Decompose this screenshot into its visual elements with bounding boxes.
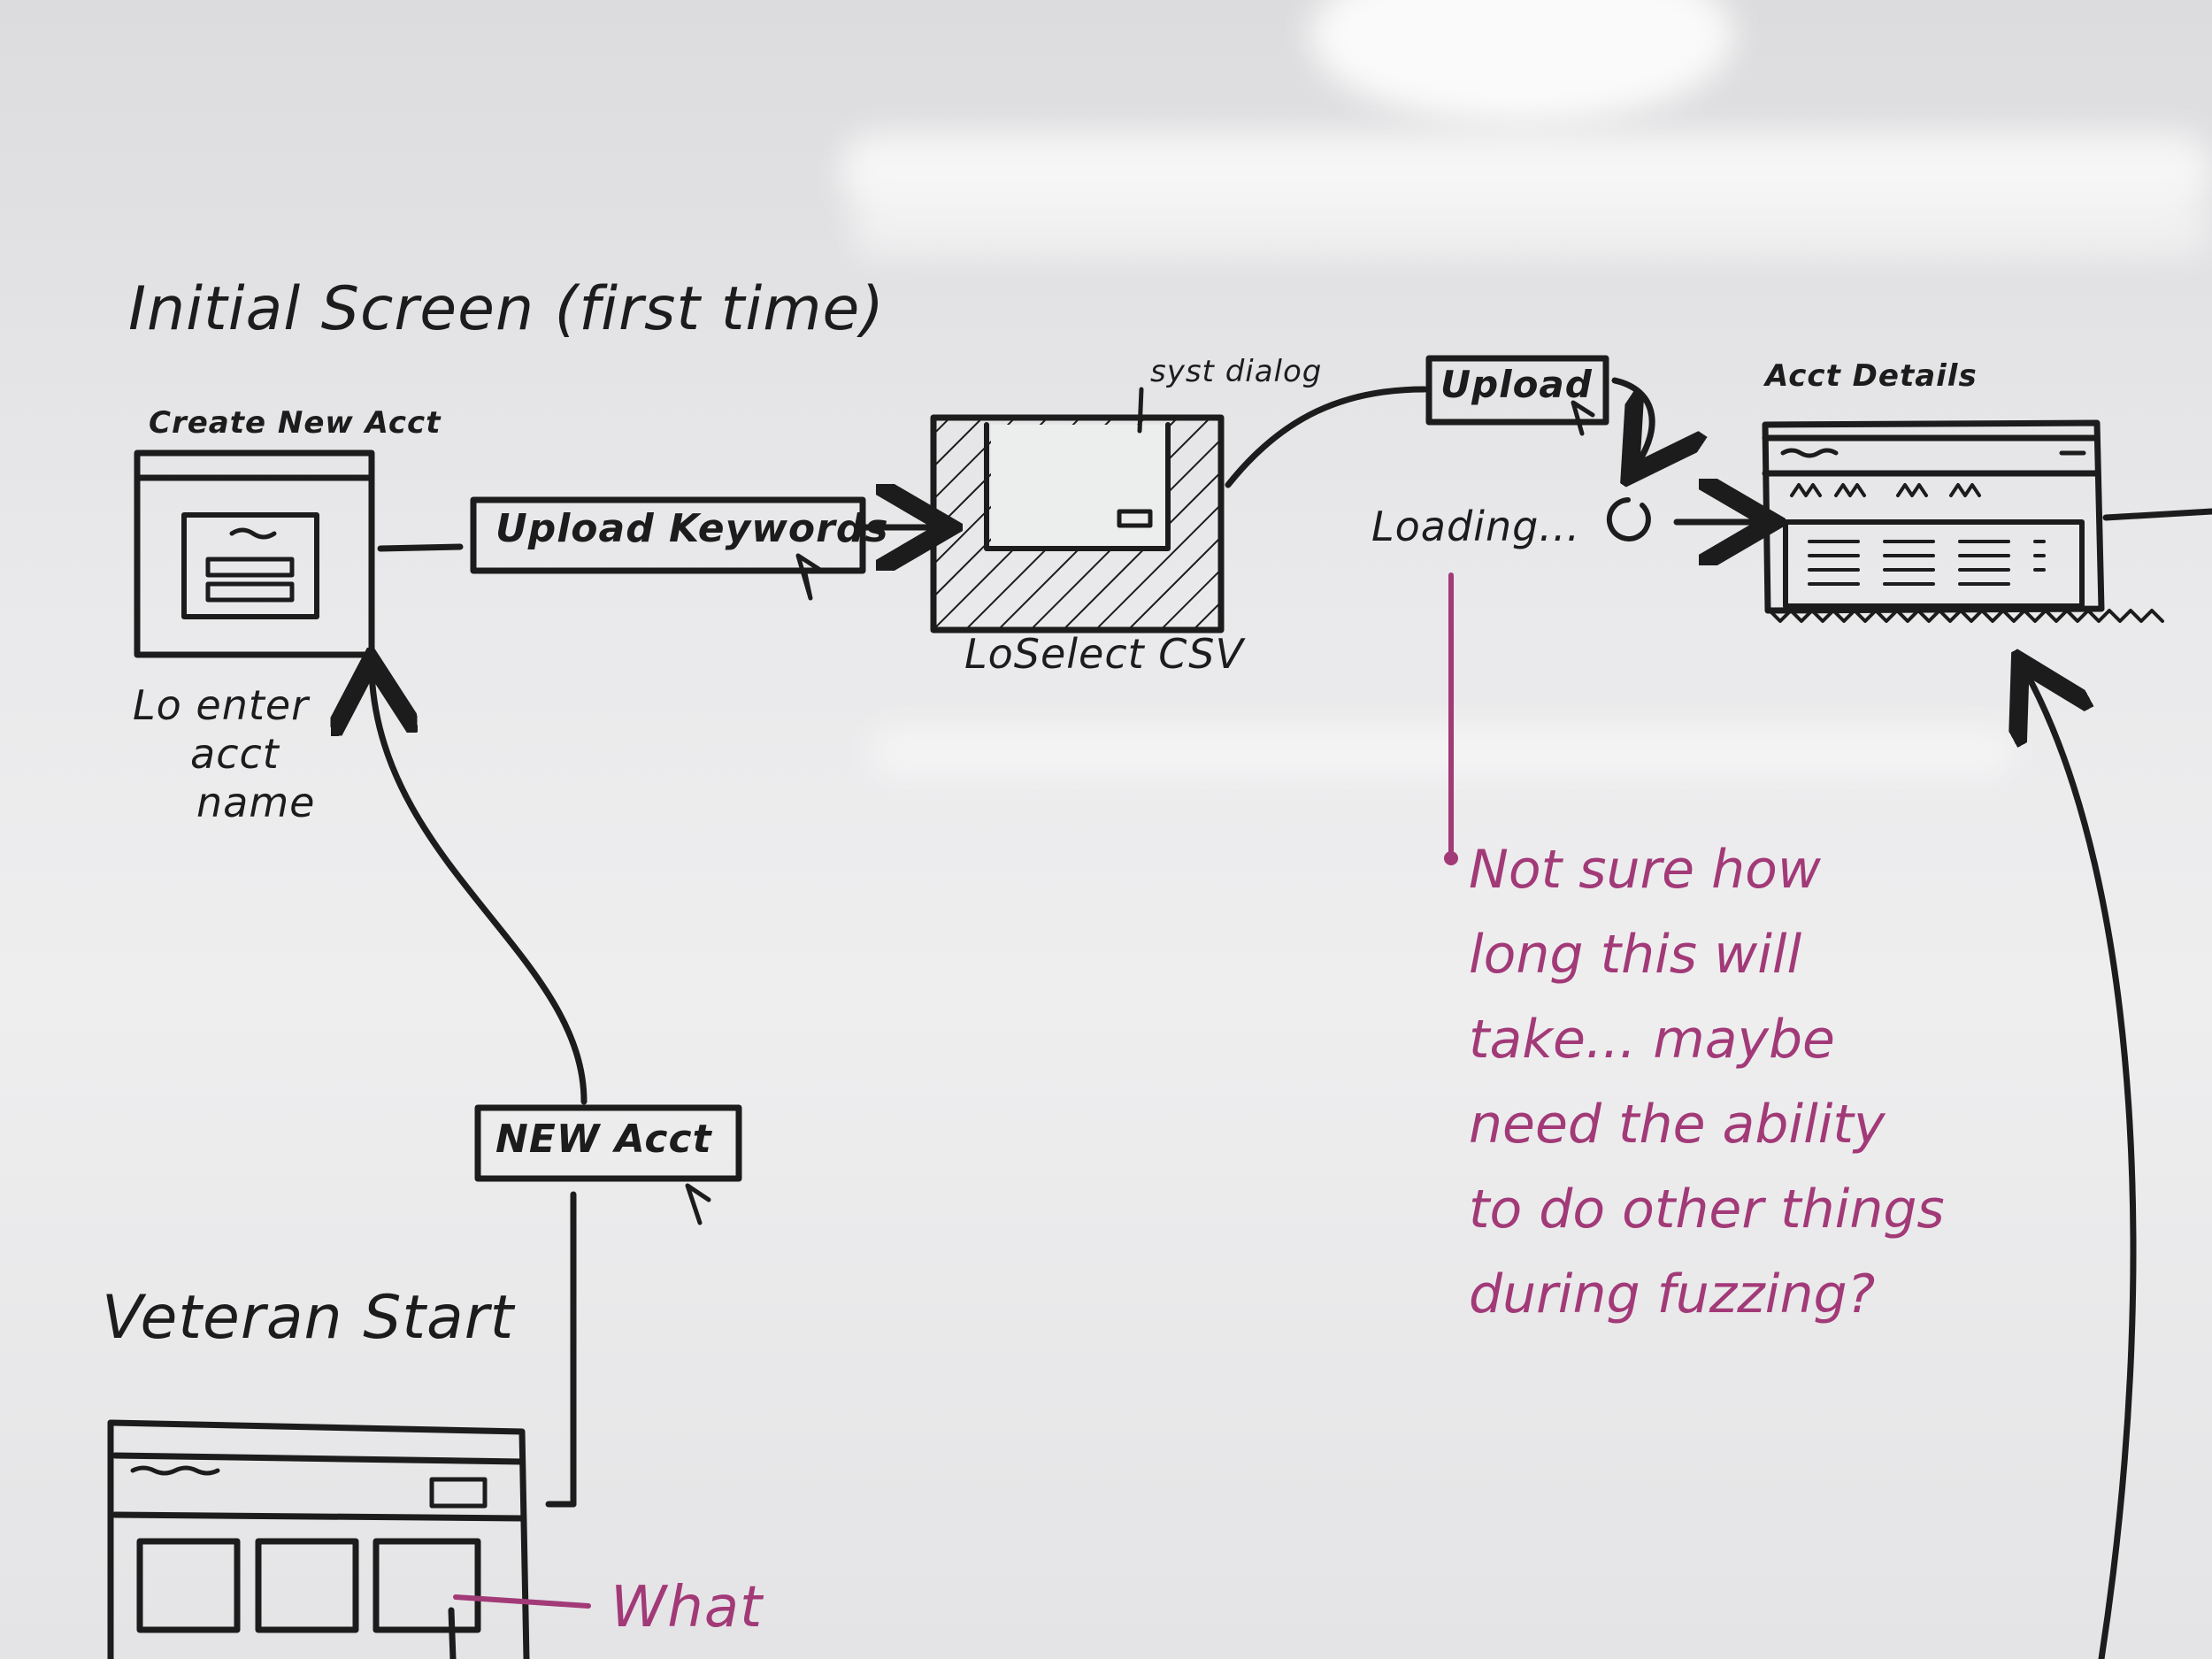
- loading-note: Not sure how long this will take... mayb…: [1469, 827, 1945, 1337]
- what-note: What: [611, 1575, 764, 1640]
- enter-acct-name-line-1: Lo enter: [133, 681, 310, 729]
- system-dialog-sketch: [930, 387, 1225, 634]
- acct-details-label: Acct Details: [1765, 358, 1978, 394]
- create-acct-window-sketch: [134, 449, 375, 658]
- veteran-window-sketch: [107, 1419, 530, 1659]
- veteran-start-title: Veteran Start: [102, 1283, 515, 1353]
- enter-acct-name-line-3: name: [196, 779, 316, 826]
- initial-screen-title: Initial Screen (first time): [128, 274, 885, 344]
- upload-box: [1425, 355, 1609, 426]
- loading-text: Loading...: [1371, 503, 1581, 550]
- enter-acct-name-line-2: acct: [190, 730, 280, 778]
- upload-keywords-button: Upload Keywords: [495, 506, 889, 551]
- note-line: take... maybe: [1469, 1009, 1835, 1071]
- note-line: during fuzzing?: [1469, 1263, 1876, 1325]
- syst-dialog-label: syst dialog: [1150, 354, 1323, 389]
- note-line: need the ability: [1469, 1094, 1886, 1156]
- note-line: Not sure how: [1469, 839, 1821, 901]
- new-acct-box: [474, 1104, 742, 1182]
- upload-button: Upload: [1440, 363, 1593, 406]
- create-new-acct-label: Create New Acct: [149, 405, 442, 441]
- select-csv-label: LoSelect CSV: [964, 630, 1244, 678]
- upload-keywords-box: [470, 496, 866, 574]
- note-line: to do other things: [1469, 1179, 1945, 1240]
- note-line: long this will: [1469, 924, 1802, 986]
- new-acct-button: NEW Acct: [495, 1117, 712, 1162]
- acct-details-window-sketch: [1762, 419, 2164, 623]
